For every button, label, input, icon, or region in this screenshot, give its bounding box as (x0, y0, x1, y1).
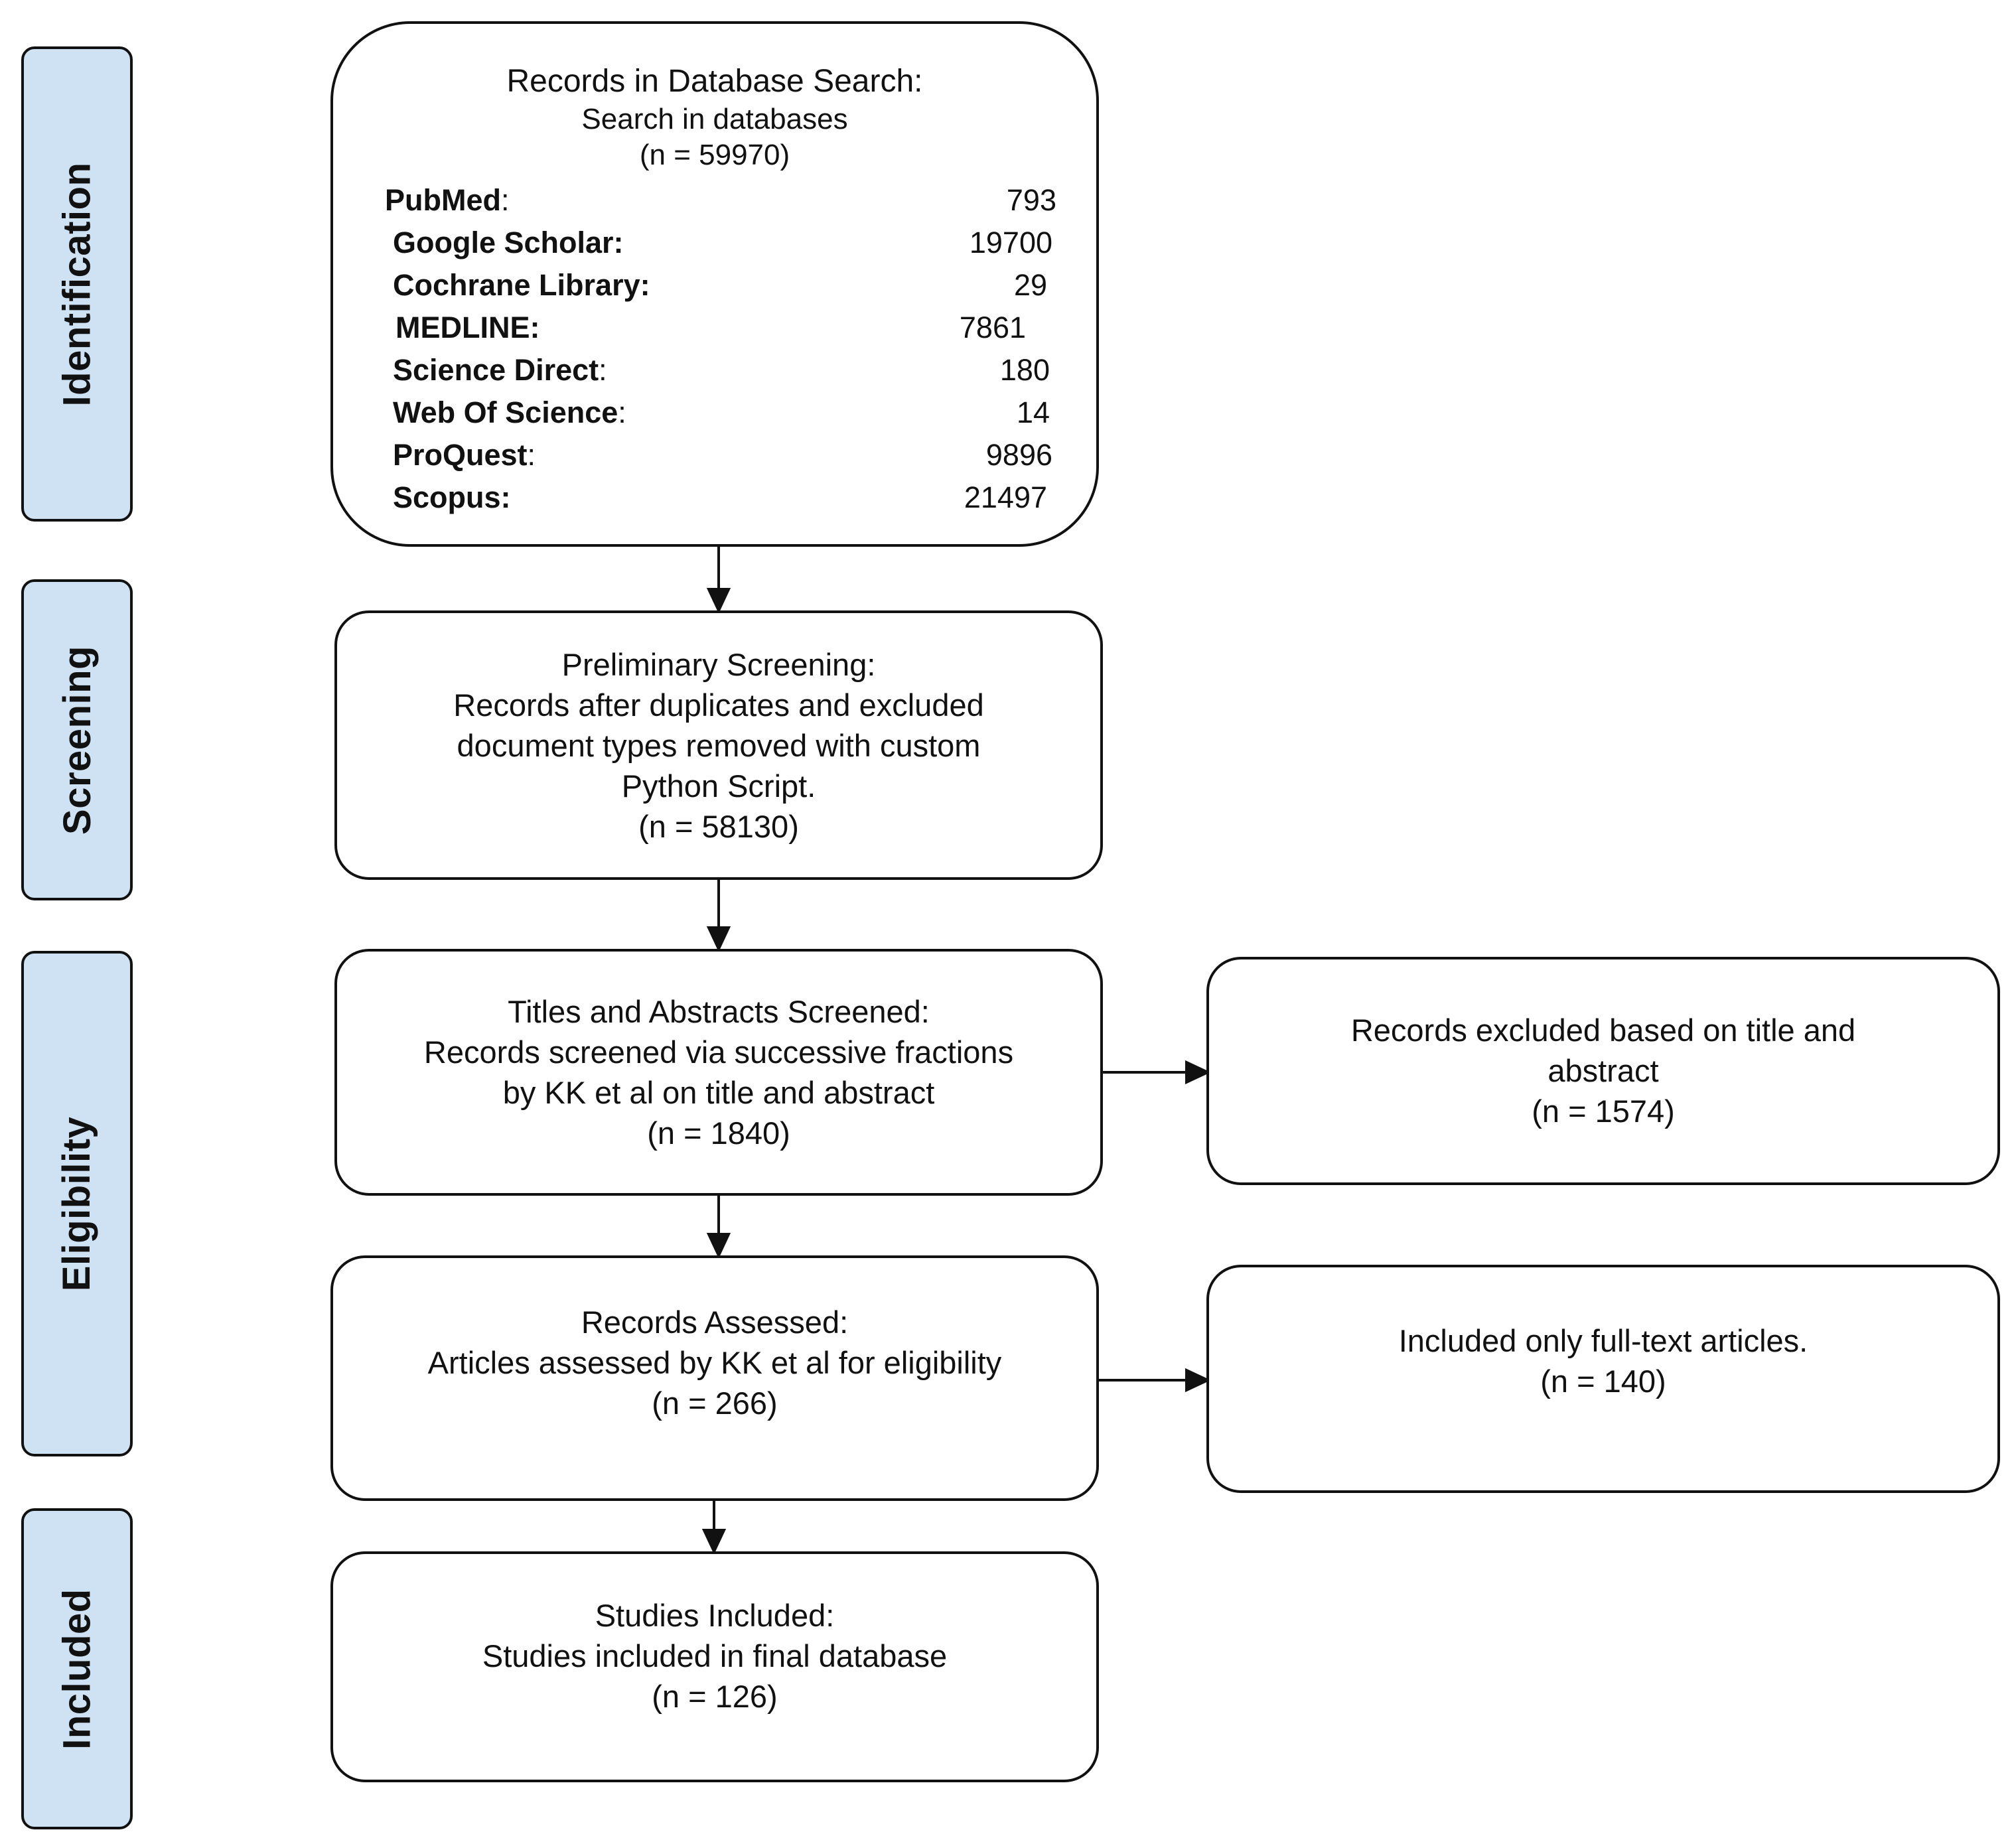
database-count: 21497 (964, 480, 1047, 514)
box-count: (n = 140) (1540, 1364, 1666, 1399)
database-search-box: Records in Database Search: Search in da… (330, 21, 1099, 547)
box-line: Included only full-text articles. (1398, 1323, 1808, 1358)
box-count: (n = 59970) (639, 139, 790, 171)
database-colon: : (618, 395, 626, 429)
database-colon: : (501, 183, 510, 217)
database-row: Scopus: 21497 (385, 476, 1062, 519)
database-name: Google Scholar: (393, 226, 624, 259)
stage-eligibility: Eligibility (21, 951, 133, 1456)
database-count: 19700 (969, 226, 1052, 259)
box-line: Records screened via successive fraction… (423, 1034, 1014, 1070)
box-line: by KK et al on title and abstract (502, 1075, 935, 1110)
stage-label: Included (55, 1588, 99, 1750)
database-name: PubMed (385, 183, 501, 217)
arrowhead (701, 1529, 727, 1555)
database-name: Science Direct (393, 353, 599, 387)
box-line: Articles assessed by KK et al for eligib… (427, 1345, 1002, 1380)
box-count: (n = 58130) (638, 808, 799, 844)
database-count: 793 (1006, 183, 1056, 217)
box-title: Titles and Abstracts Screened: (508, 994, 930, 1029)
box-line: Records after duplicates and excluded (453, 687, 984, 723)
database-count: 180 (999, 353, 1050, 387)
box-title: Records Assessed: (581, 1305, 849, 1340)
stage-screening: Screening (21, 579, 133, 900)
studies-included-box: Studies Included: Studies included in fi… (330, 1551, 1099, 1782)
database-count: 29 (1013, 268, 1047, 302)
database-row: Web Of Science: 14 (385, 391, 1062, 434)
box-count: (n = 266) (652, 1385, 778, 1421)
database-count: 7861 (959, 311, 1026, 344)
records-excluded-box: Records excluded based on title and abst… (1206, 957, 2000, 1185)
database-name: Cochrane Library: (393, 268, 650, 302)
arrowhead (706, 1233, 731, 1259)
database-row: Cochrane Library: 29 (385, 264, 1062, 307)
box-line: abstract (1548, 1053, 1659, 1088)
database-colon: : (527, 438, 536, 472)
database-name: Web Of Science (393, 395, 618, 429)
arrowhead (1185, 1060, 1211, 1085)
database-name: ProQuest (393, 438, 528, 472)
box-subtitle: Search in databases (581, 103, 848, 135)
database-list: PubMed: 793 Google Scholar: 19700 Cochra… (385, 179, 1062, 519)
arrowhead (1185, 1368, 1211, 1393)
box-line: Python Script. (621, 768, 816, 804)
database-row: PubMed: 793 (385, 179, 1062, 222)
box-title: Preliminary Screening: (561, 646, 876, 682)
preliminary-screening-box: Preliminary Screening: Records after dup… (334, 610, 1103, 880)
database-count: 14 (1016, 395, 1050, 429)
stage-label: Screening (55, 645, 99, 835)
box-line: Studies included in final database (482, 1638, 948, 1673)
database-row: MEDLINE: 7861 (385, 307, 1062, 349)
box-line: document types removed with custom (457, 727, 981, 763)
arrowhead (706, 588, 731, 614)
titles-abstracts-box: Titles and Abstracts Screened: Records s… (334, 949, 1103, 1196)
stage-label: Identification (55, 162, 99, 406)
database-row: ProQuest: 9896 (385, 434, 1062, 476)
database-name: Scopus: (393, 480, 511, 514)
database-row: Science Direct: 180 (385, 349, 1062, 391)
records-assessed-box: Records Assessed: Articles assessed by K… (330, 1255, 1099, 1501)
database-row: Google Scholar: 19700 (385, 222, 1062, 264)
arrowhead (706, 926, 731, 952)
stage-label: Eligibility (55, 1116, 99, 1291)
database-colon: : (599, 353, 607, 387)
box-count: (n = 1574) (1532, 1094, 1675, 1129)
database-count: 9896 (985, 438, 1052, 472)
box-title: Studies Included: (595, 1598, 835, 1633)
full-text-box: Included only full-text articles. (n = 1… (1206, 1265, 2000, 1493)
box-line: Records excluded based on title and (1350, 1013, 1856, 1048)
box-title: Records in Database Search: (506, 64, 923, 99)
stage-included: Included (21, 1508, 133, 1829)
stage-identification: Identification (21, 46, 133, 522)
box-count: (n = 126) (652, 1679, 778, 1714)
database-name: MEDLINE: (396, 311, 540, 344)
box-count: (n = 1840) (647, 1115, 790, 1151)
